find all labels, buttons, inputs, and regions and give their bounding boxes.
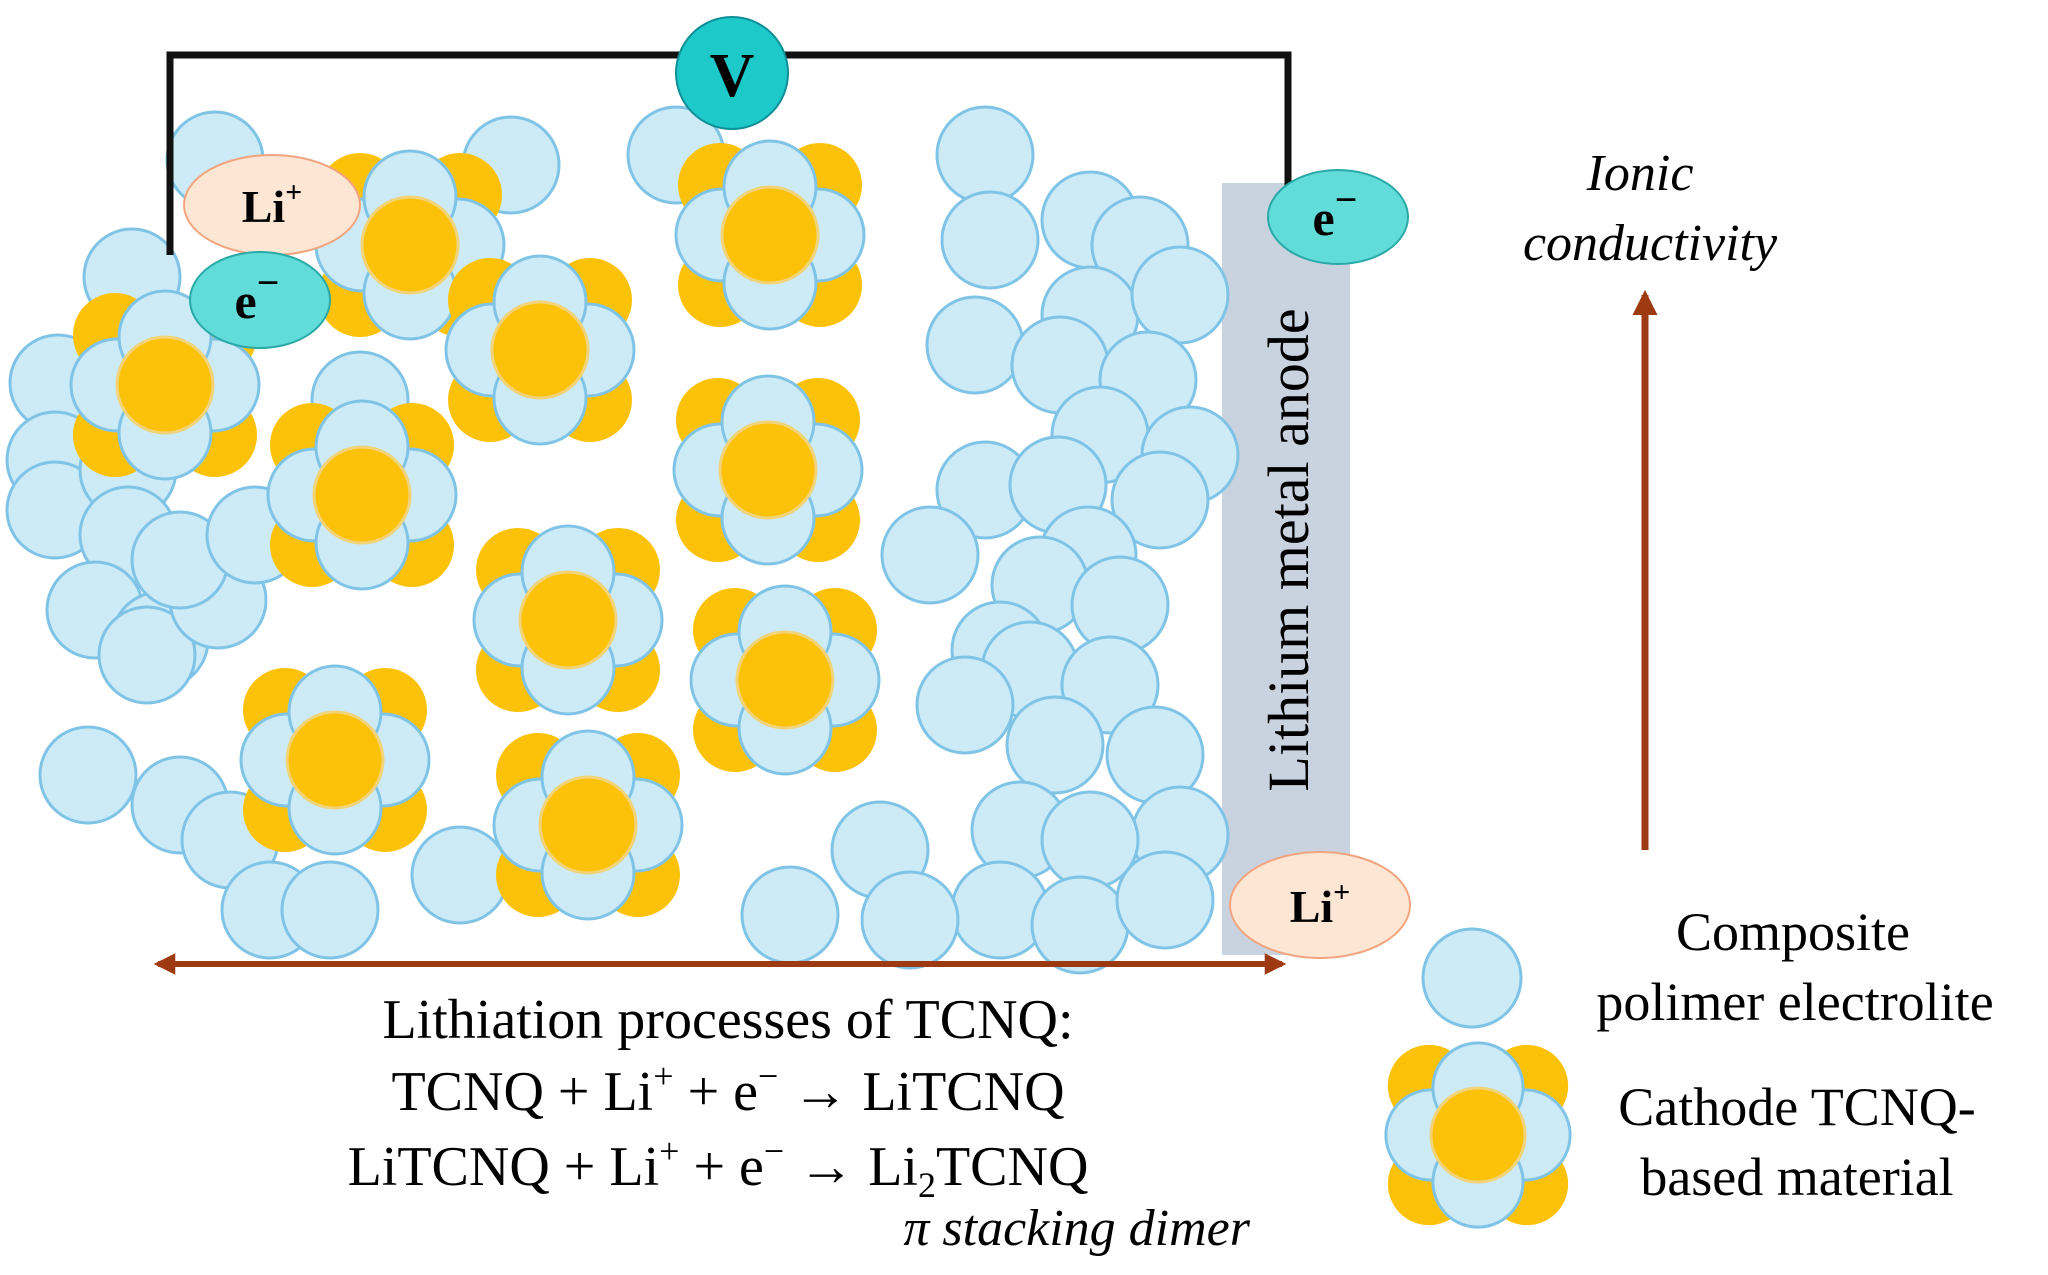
reaction-1-e-charge: − [758,1056,778,1096]
electrolyte-particle [410,825,510,925]
voltmeter-label: V [710,42,755,110]
reaction-2-part-d: TCNQ [936,1136,1088,1198]
cathode-core [115,335,215,435]
voltmeter: V [675,16,789,130]
cathode-clusters [69,139,881,921]
svg-text:Li+: Li+ [242,176,303,232]
electron-cathode-charge: − [257,260,280,305]
legend: Composite polimer electrolite Cathode TC… [1384,902,1994,1229]
legend-electrolyte-line2: polimer electrolite [1596,972,1993,1032]
electrolyte-particles [5,105,1240,975]
electrolyte-particle [880,505,980,605]
pi-stacking-note: π stacking dimer [903,1200,1250,1257]
reaction-2-part-c: → Li [784,1136,918,1198]
electrolyte-particle [860,870,960,970]
electrolyte-particle [1130,245,1230,345]
electrolyte-particle [940,190,1040,290]
electrolyte-particle [280,860,380,960]
reaction-1-part-a: TCNQ + Li [391,1061,653,1123]
lithiation-title: Lithiation processes of TCNQ: [382,989,1073,1051]
li-ion-cathode: Li+ [183,154,361,256]
reaction-1-part-c: → LiTCNQ [778,1061,1064,1123]
cathode-core [285,710,385,810]
li-ion-anode-charge: + [1333,876,1350,909]
lithium-anode-strip [1222,183,1350,955]
cathode-core [720,185,820,285]
electron-anode-label: e [1313,190,1335,246]
cathode-core [518,570,618,670]
cathode-core [538,775,638,875]
electrolyte-particle [740,865,840,965]
electron-anode: e− [1267,169,1409,265]
reaction-2-e-charge: − [764,1131,784,1171]
li-ion-cathode-label: Li [242,181,286,232]
reaction-2: LiTCNQ + Li+ + e− → Li2TCNQ [348,1131,1089,1205]
reaction-2-part-b: + e [679,1136,763,1198]
legend-cathode-line1: Cathode TCNQ- [1618,1077,1975,1137]
reaction-1-part-b: + e [674,1061,758,1123]
electrolyte-particle [1005,695,1105,795]
electrolyte-particle [1115,850,1215,950]
ionic-conductivity-line2: conductivity [1523,215,1778,272]
legend-electrolyte-line1: Composite [1676,902,1910,962]
electron-anode-charge: − [1335,177,1358,222]
reaction-1-li-charge: + [653,1056,673,1096]
reaction-2-li-charge: + [659,1131,679,1171]
legend-cathode-swatch [1384,1041,1572,1229]
svg-text:Li+: Li+ [1290,876,1351,932]
electrolyte-particle [915,655,1015,755]
cathode-core [735,630,835,730]
li-ion-anode-label: Li [1290,881,1334,932]
electrolyte-particle [1110,450,1210,550]
electrolyte-particle [1030,875,1130,975]
reaction-2-part-a: LiTCNQ + Li [348,1136,660,1198]
legend-cathode-line2: based material [1640,1147,1953,1207]
li-ion-anode: Li+ [1229,851,1411,959]
reaction-1: TCNQ + Li+ + e− → LiTCNQ [391,1056,1064,1123]
electron-cathode-label: e [235,273,257,329]
electrolyte-particle [925,295,1025,395]
electrolyte-particle [38,725,138,825]
electrolyte-particle [97,605,197,705]
reaction-2-subscript: 2 [918,1165,936,1205]
cathode-core [718,420,818,520]
cathode-core [360,195,460,295]
li-ion-cathode-charge: + [285,176,302,209]
cathode-core [490,300,590,400]
svg-text:e−: e− [1313,177,1358,246]
electron-cathode: e− [189,251,331,349]
cathode-core [1429,1086,1527,1184]
electrolyte-particle [935,105,1035,205]
anode-label: Lithium metal anode [1256,308,1321,791]
cathode-core [312,445,412,545]
legend-electrolyte-swatch [1421,927,1523,1029]
ionic-conductivity-line1: Ionic [1586,145,1694,202]
svg-text:e−: e− [235,260,280,329]
